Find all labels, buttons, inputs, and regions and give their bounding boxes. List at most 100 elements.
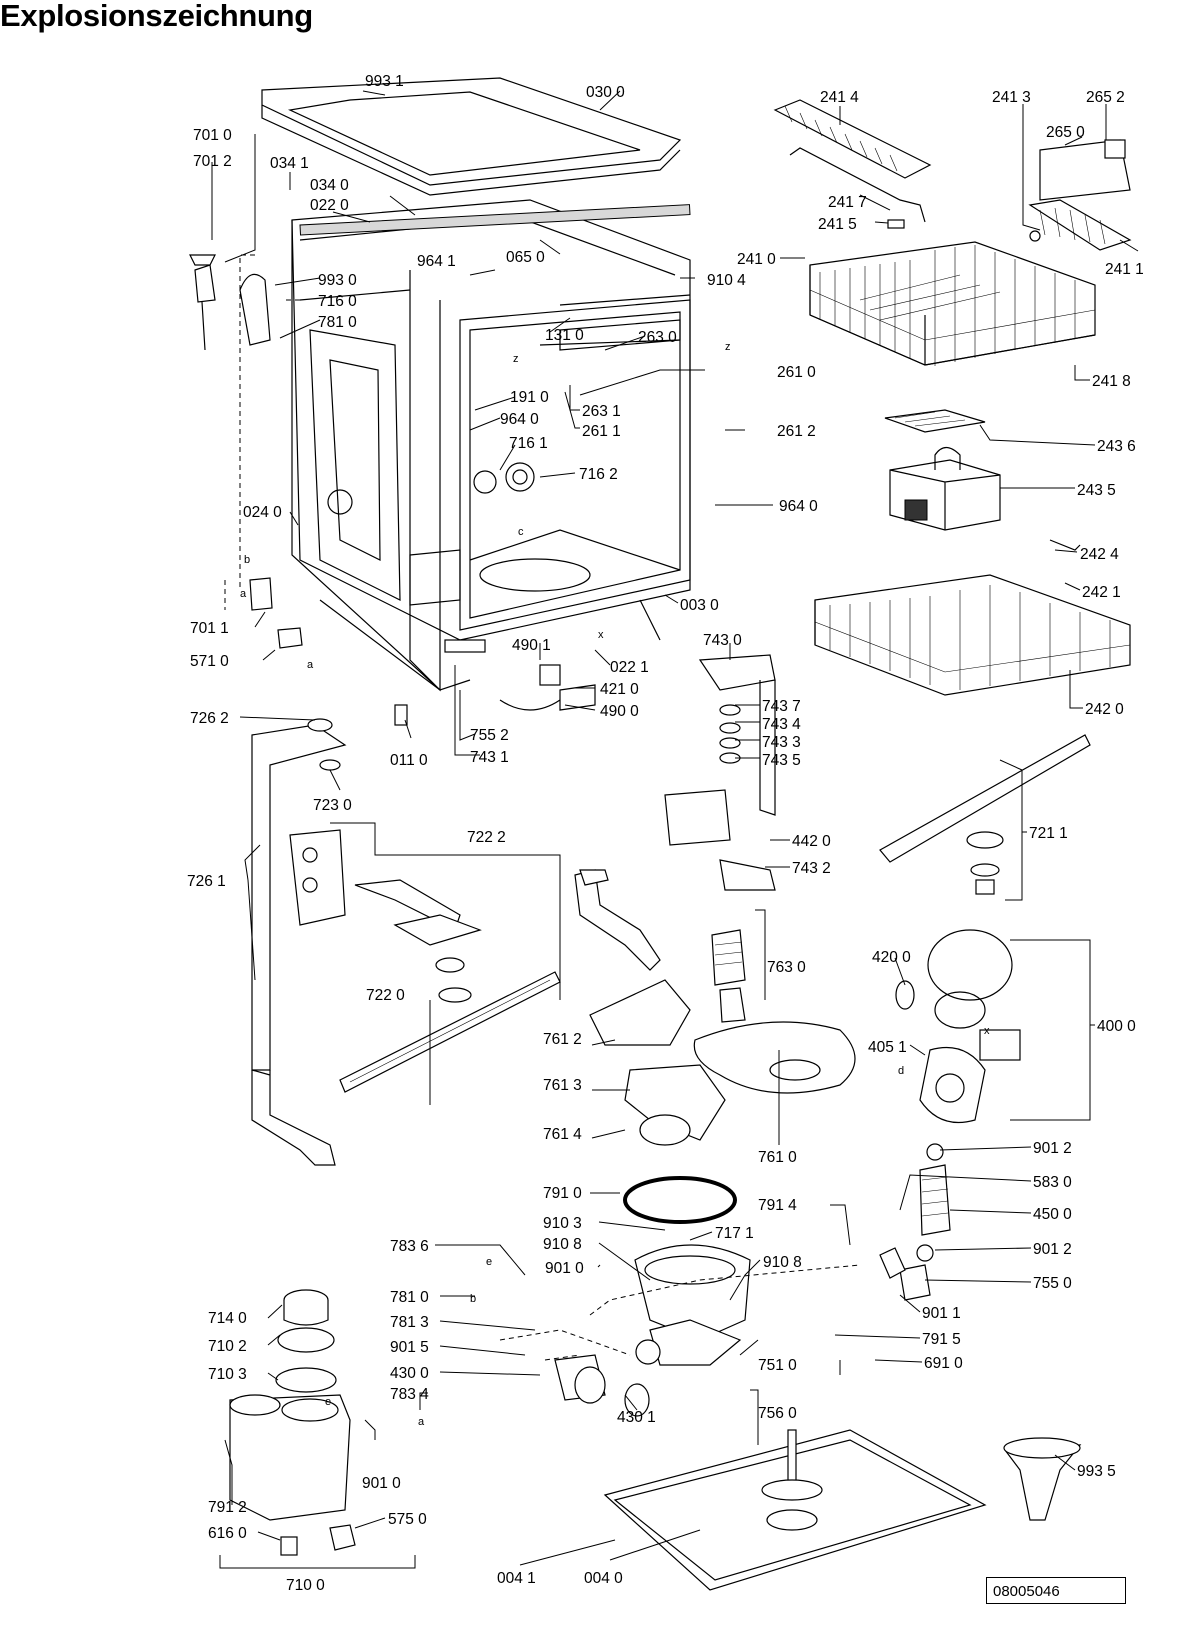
part-label: 004 0 [584, 1570, 623, 1587]
part-label: 710 2 [208, 1338, 247, 1355]
part-label: 034 1 [270, 155, 309, 172]
part-label: 003 0 [680, 597, 719, 614]
part-label: 241 8 [1092, 373, 1131, 390]
part-label: 241 3 [992, 89, 1031, 106]
upper-basket-part [809, 241, 1096, 366]
part-label: 756 0 [758, 1405, 797, 1422]
page-title: Explosionszeichnung [0, 0, 313, 33]
part-label: 710 0 [286, 1577, 325, 1594]
part-label: 791 0 [543, 1185, 582, 1202]
water-softener-part [229, 1289, 356, 1556]
part-label: 400 0 [1097, 1018, 1136, 1035]
ref-letter: a [240, 588, 247, 600]
part-label: 721 1 [1029, 825, 1068, 842]
part-label: 761 3 [543, 1077, 582, 1094]
part-label: 743 0 [703, 632, 742, 649]
part-label: 024 0 [243, 504, 282, 521]
part-label: 241 4 [820, 89, 859, 106]
part-label: 781 0 [390, 1289, 429, 1306]
part-label: 993 5 [1077, 1463, 1116, 1480]
part-label: 743 3 [762, 734, 801, 751]
part-label: 241 7 [828, 194, 867, 211]
part-label: 261 2 [777, 423, 816, 440]
part-label: 964 1 [417, 253, 456, 270]
door-parts [189, 254, 596, 726]
water-pipe-part [251, 718, 347, 1166]
ref-letter: d [898, 1065, 904, 1077]
part-label: 265 2 [1086, 89, 1125, 106]
part-label: 490 0 [600, 703, 639, 720]
sensor-hose-part [664, 654, 776, 891]
part-label: 964 0 [500, 411, 539, 428]
part-label: 714 0 [208, 1310, 247, 1327]
ref-letter: c [518, 526, 524, 538]
worktop-part [261, 77, 682, 196]
part-label: 716 0 [318, 293, 357, 310]
part-label: 701 1 [190, 620, 229, 637]
part-label: 701 0 [193, 127, 232, 144]
part-label: 242 0 [1085, 701, 1124, 718]
part-label: 691 0 [924, 1355, 963, 1372]
part-label: 993 0 [318, 272, 357, 289]
part-label: 430 0 [390, 1365, 429, 1382]
part-label: 701 2 [193, 153, 232, 170]
part-label: 722 0 [366, 987, 405, 1004]
part-label: 723 0 [313, 797, 352, 814]
part-label: 743 7 [762, 698, 801, 715]
part-label: 263 1 [582, 403, 621, 420]
part-label: 022 0 [310, 197, 349, 214]
part-label: 261 0 [777, 364, 816, 381]
lower-spray-arm-part [289, 829, 561, 1093]
part-label: 761 0 [758, 1149, 797, 1166]
part-label: 791 5 [922, 1331, 961, 1348]
part-label: 030 0 [586, 84, 625, 101]
upper-spray-arm-part [879, 734, 1091, 895]
part-label: 420 0 [872, 949, 911, 966]
leader-lines [211, 90, 1139, 1569]
part-label: 964 0 [779, 498, 818, 515]
part-label: 743 2 [792, 860, 831, 877]
part-label: 726 1 [187, 873, 226, 890]
part-label: 710 3 [208, 1366, 247, 1383]
part-label: 241 0 [737, 251, 776, 268]
ref-letter: z [513, 353, 519, 365]
part-label: 761 2 [543, 1031, 582, 1048]
part-labels: 993 1 030 0 701 0 701 2 034 1 034 0 022 … [187, 73, 1144, 1594]
part-label: 241 5 [818, 216, 857, 233]
gasket-ring-part [623, 1176, 737, 1224]
ref-letter: b [470, 1293, 476, 1305]
part-label: 241 1 [1105, 261, 1144, 278]
rack-accessories [773, 99, 1132, 251]
part-label: 011 0 [390, 752, 428, 769]
part-label: 901 1 [922, 1305, 961, 1322]
lower-basket-part [814, 539, 1131, 696]
ref-letter: a [307, 659, 314, 671]
part-label: 004 1 [497, 1570, 536, 1587]
part-label: 583 0 [1033, 1174, 1072, 1191]
filter-assembly-part [589, 929, 856, 1146]
heater-part [879, 1143, 951, 1301]
part-label: 901 2 [1033, 1140, 1072, 1157]
part-label: 726 2 [190, 710, 229, 727]
part-label: 763 0 [767, 959, 806, 976]
part-label: 430 1 [617, 1409, 656, 1426]
part-label: 263 0 [638, 329, 677, 346]
circulation-pipe-part [574, 869, 661, 971]
ref-letter: x [984, 1025, 990, 1037]
funnel-part [1003, 1437, 1082, 1521]
drain-pump-part [554, 1354, 606, 1404]
part-label: 261 1 [582, 423, 621, 440]
sump-part [624, 1244, 751, 1417]
part-label: 910 8 [763, 1254, 802, 1271]
part-label: 910 3 [543, 1215, 582, 1232]
part-label: 243 6 [1097, 438, 1136, 455]
part-label: 571 0 [190, 653, 229, 670]
tub-cabinet-part [285, 199, 691, 692]
part-label: 575 0 [388, 1511, 427, 1528]
part-label: 993 1 [365, 73, 404, 90]
part-label: 490 1 [512, 637, 551, 654]
part-label: 783 4 [390, 1386, 429, 1403]
ref-letter: x [598, 629, 604, 641]
part-label: 034 0 [310, 177, 349, 194]
part-label: 901 0 [545, 1260, 584, 1277]
